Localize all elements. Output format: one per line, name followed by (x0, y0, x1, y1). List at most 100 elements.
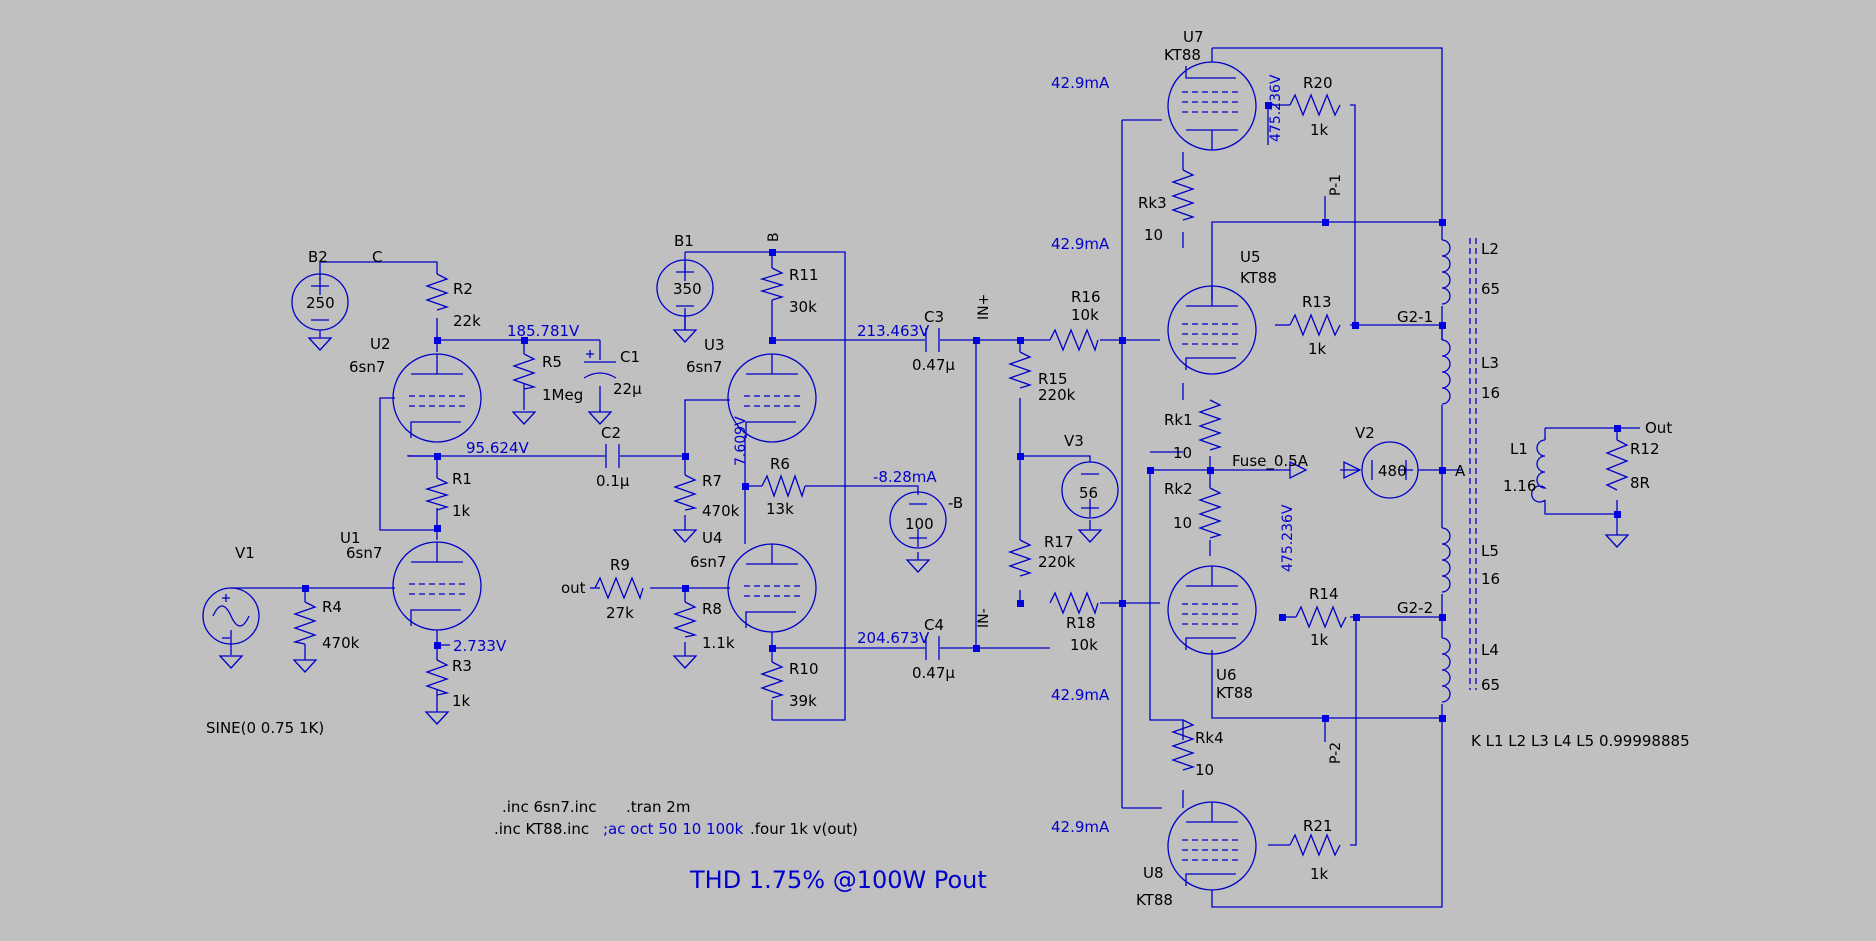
r10-name: R10 (789, 660, 819, 678)
labels: V1 SINE(0 0.75 1K) R4 470k U1 6sn7 R3 1k… (206, 28, 1690, 909)
l5-value: 16 (1481, 570, 1500, 588)
r6-value: 13k (766, 500, 794, 518)
c3-name: C3 (924, 308, 944, 326)
r5-name: R5 (542, 353, 562, 371)
v2-name: V2 (1355, 424, 1375, 442)
battery-icon[interactable] (889, 491, 947, 549)
thd-result-note: THD 1.75% @100W Pout (689, 866, 987, 894)
u8-model: KT88 (1136, 891, 1173, 909)
tube-icon[interactable] (727, 543, 817, 633)
battery-icon[interactable] (1061, 461, 1119, 519)
u4-model: 6sn7 (690, 553, 726, 571)
u1-cathode-voltage: 2.733V (453, 637, 507, 655)
r9-name: R9 (610, 556, 630, 574)
resistor-icon[interactable] (1008, 351, 1033, 389)
resistor-icon[interactable] (1198, 487, 1223, 539)
resistor-icon[interactable] (1171, 719, 1196, 771)
sine-source-icon[interactable] (202, 587, 260, 645)
r2-value: 22k (453, 312, 481, 330)
net-c: C (372, 248, 382, 266)
l3-value: 16 (1481, 384, 1500, 402)
resistor-icon[interactable] (1171, 169, 1196, 221)
power-tube-icon[interactable] (1167, 61, 1257, 151)
u6-current: 42.9mA (1051, 686, 1110, 704)
resistor-icon[interactable] (594, 576, 644, 600)
inc-kt88-directive: .inc KT88.inc (494, 820, 589, 838)
battery-icon[interactable] (1361, 441, 1419, 499)
inductor-icon[interactable] (1441, 239, 1451, 703)
u2-plate-voltage: 185.781V (507, 322, 580, 340)
v2-value: 480 (1378, 462, 1407, 480)
bottom-screen-voltage: 475.236V (1280, 504, 1296, 572)
power-tube-icon[interactable] (1167, 801, 1257, 891)
resistor-icon[interactable] (1049, 591, 1099, 615)
l2-name: L2 (1481, 240, 1499, 258)
resistor-icon[interactable] (760, 661, 785, 699)
l1-value: 1.16 (1503, 477, 1536, 495)
r3-name: R3 (452, 657, 472, 675)
l5-name: L5 (1481, 542, 1499, 560)
resistor-icon[interactable] (761, 474, 806, 499)
u5-name: U5 (1240, 248, 1261, 266)
resistor-icon[interactable] (1198, 399, 1223, 451)
u2-name: U2 (370, 335, 391, 353)
net-minus-b: -B (948, 494, 963, 512)
l4-name: L4 (1481, 641, 1499, 659)
resistor-icon[interactable] (673, 601, 698, 638)
power-tube-icon[interactable] (1167, 565, 1257, 655)
inductor-icon[interactable] (1531, 439, 1547, 503)
power-tube-icon[interactable] (1167, 285, 1257, 375)
r17-name: R17 (1044, 533, 1074, 551)
r12-value: 8R (1630, 474, 1650, 492)
capacitor-icon[interactable] (925, 328, 940, 352)
inc-6sn7-directive: .inc 6sn7.inc (502, 798, 597, 816)
resistor-icon[interactable] (425, 273, 450, 311)
r8-name: R8 (702, 600, 722, 618)
r20-value: 1k (1310, 121, 1329, 139)
l1-name: L1 (1510, 440, 1528, 458)
resistor-icon[interactable] (1289, 93, 1341, 117)
r5-value: 1Meg (542, 386, 583, 404)
net-p2: P-2 (1328, 742, 1344, 764)
neg-supply-value: 100 (905, 515, 934, 533)
tube-icon[interactable] (392, 353, 482, 443)
capacitor-icon[interactable] (605, 444, 620, 468)
resistor-icon[interactable] (512, 353, 537, 390)
resistor-icon[interactable] (759, 267, 785, 301)
c4-value: 0.47µ (912, 664, 955, 682)
coupling-directive: K L1 L2 L3 L4 L5 0.99998885 (1471, 732, 1690, 750)
v1-value: SINE(0 0.75 1K) (206, 719, 324, 737)
r14-value: 1k (1310, 631, 1329, 649)
r14-name: R14 (1309, 585, 1339, 603)
resistor-icon[interactable] (1289, 833, 1341, 857)
net-g22: G2-2 (1397, 599, 1433, 617)
r9-value: 27k (606, 604, 634, 622)
u4-cathode-voltage: 7.609V (733, 416, 749, 466)
resistor-icon[interactable] (1605, 439, 1629, 491)
u8-current: 42.9mA (1051, 818, 1110, 836)
tube-icon[interactable] (392, 541, 482, 631)
r2-name: R2 (453, 280, 473, 298)
r15-value: 220k (1038, 386, 1076, 404)
capacitor-icon[interactable] (925, 636, 940, 660)
resistor-icon[interactable] (1289, 313, 1341, 337)
rk2-value: 10 (1173, 514, 1192, 532)
c2-name: C2 (601, 424, 621, 442)
resistor-icon[interactable] (424, 477, 450, 511)
u8-name: U8 (1143, 864, 1164, 882)
resistor-icon[interactable] (673, 474, 698, 511)
resistor-icon[interactable] (292, 601, 317, 645)
junctions (302, 102, 1621, 722)
capacitor-icon[interactable] (583, 350, 617, 379)
r13-name: R13 (1302, 293, 1332, 311)
resistor-icon[interactable] (425, 659, 450, 696)
rk3-name: Rk3 (1138, 194, 1167, 212)
resistor-icon[interactable] (1008, 539, 1033, 577)
resistor-icon[interactable] (1295, 605, 1347, 629)
c3-value: 0.47µ (912, 356, 955, 374)
resistor-icon[interactable] (1049, 328, 1099, 352)
u1-model: 6sn7 (346, 544, 382, 562)
r3-value: 1k (452, 692, 471, 710)
u7-name: U7 (1183, 28, 1204, 46)
